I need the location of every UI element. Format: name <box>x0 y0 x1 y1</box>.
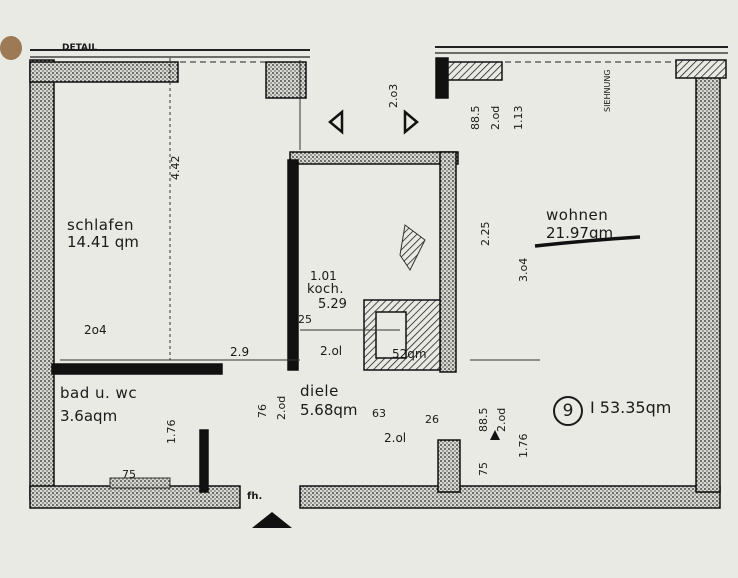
door-markers <box>328 109 419 135</box>
dim-88-5: 88.5 <box>477 407 490 433</box>
room-name-wohnen: wohnen <box>546 206 609 224</box>
room-number-kochen: 1.01 <box>310 269 337 283</box>
dim-2-04: 2o4 <box>84 323 107 337</box>
dim-2-0d-b: 2.od <box>495 407 508 432</box>
interior-walls <box>51 151 459 493</box>
dim-25: 25 <box>298 313 312 326</box>
unit-total-area: I 53.35qm <box>590 398 672 417</box>
dim-1-13: 1.13 <box>512 105 525 131</box>
dim-4-42: 4.42 <box>169 155 182 181</box>
top-window-lines <box>30 46 728 63</box>
room-name-bad: bad u. wc <box>60 384 138 402</box>
dim-26: 26 <box>425 413 439 426</box>
dim-1-76-a: 1.76 <box>165 419 178 445</box>
room-name-schlafen: schlafen <box>67 216 134 234</box>
dim-75-a: 75 <box>122 468 136 481</box>
dim-2-0d: 2.od <box>275 395 288 420</box>
entrance-arrow <box>252 512 292 528</box>
unit-number-badge: 9 <box>553 396 583 426</box>
dim-2-25: 2.25 <box>479 221 492 247</box>
entrance-label: fh. <box>247 491 263 502</box>
room-area-wohnen: 21.97qm <box>546 224 614 242</box>
door-arrow-left <box>328 109 344 135</box>
dim-2-03: 2.o3 <box>387 83 400 108</box>
dim-88-5-top: 88.5 <box>469 105 482 131</box>
room-name-kochen: koch. <box>307 282 345 297</box>
room-area-kochen: 5.29 <box>318 297 347 312</box>
dim-2-0d-top: 2.od <box>489 105 502 130</box>
punch-hole <box>0 36 22 60</box>
dim-75-b: 75 <box>477 462 490 476</box>
room-area-diele: 5.68qm <box>300 401 358 419</box>
room-area-bad: 3.6aqm <box>60 407 118 425</box>
construction-lines <box>60 58 540 489</box>
dim-3-04: 3.o4 <box>517 257 530 282</box>
room-area-abstell: 52qm <box>392 347 427 361</box>
room-name-diele: diele <box>300 382 339 400</box>
dim-1-76-b: 1.76 <box>517 433 530 459</box>
dim-2-9: 2.9 <box>230 345 250 359</box>
wohnen-underline <box>534 235 641 248</box>
door-arrow-right <box>403 109 419 135</box>
dim-76: 76 <box>256 404 269 418</box>
dim-2-01-b: 2.ol <box>384 431 407 445</box>
dim-2-01-a: 2.ol <box>320 344 343 358</box>
right-header-label: SIEHNUNG <box>603 69 612 112</box>
stove-sign <box>490 430 500 440</box>
exterior-walls <box>29 57 727 509</box>
room-area-schlafen: 14.41 qm <box>67 233 139 251</box>
dim-63: 63 <box>372 407 386 420</box>
detail-label: DETAIL <box>62 43 98 53</box>
